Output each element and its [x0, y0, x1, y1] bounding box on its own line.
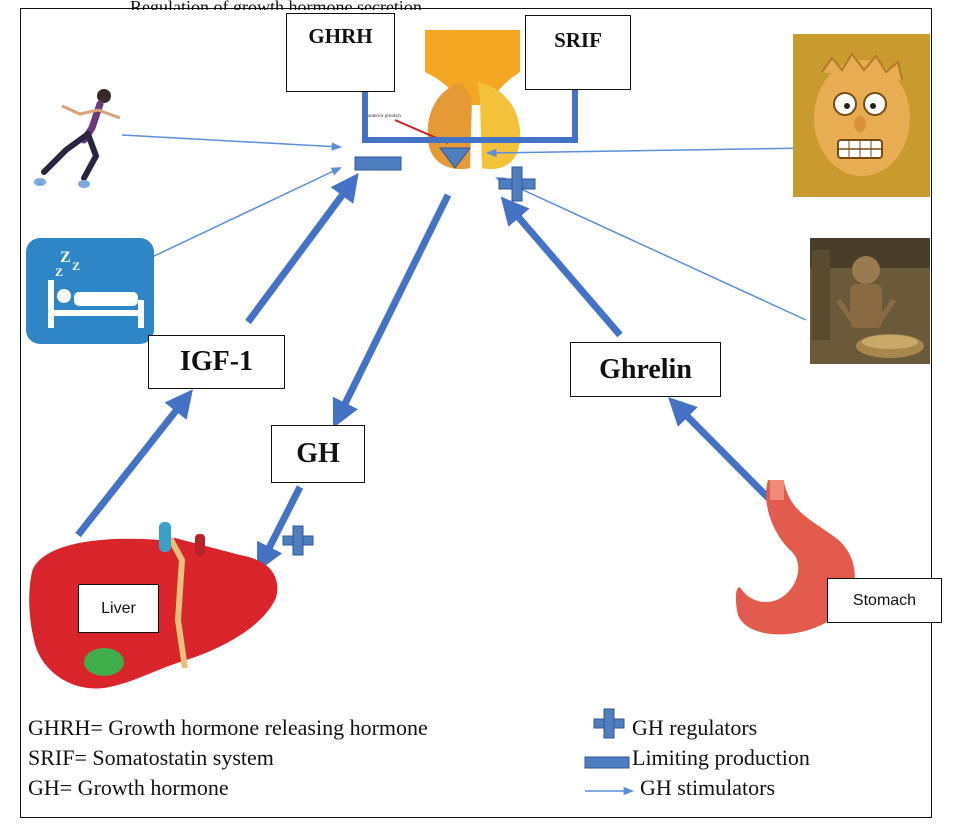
legend-plus-text: GH regulators [632, 715, 758, 740]
legend-srif-definition: SRIF= Somatostatin system [28, 745, 274, 770]
thin-arrow-sleep [149, 167, 342, 259]
svg-text:Z: Z [55, 265, 63, 279]
stress-face-icon [793, 34, 930, 197]
plus-sign-gh-liver [282, 525, 314, 556]
arrow-igf1-to-pituitary [245, 173, 359, 325]
thin-arrow-exercise [121, 134, 343, 151]
legend-ghrh-definition: GHRH= Growth hormone releasing hormone [28, 715, 428, 740]
srif-label: SRIF [554, 28, 602, 52]
thin-arrow-stress [485, 147, 811, 158]
legend-arrow-text: GH stimulators [640, 775, 776, 800]
arrow-ghrelin-to-pituitary [500, 196, 623, 338]
svg-text:Z: Z [72, 259, 80, 273]
gh-box: GH [271, 425, 365, 483]
starvation-figure-icon [810, 238, 930, 364]
plus-sign-ghrelin [498, 166, 536, 202]
feed-bracket [362, 90, 578, 143]
runner-icon [34, 89, 121, 188]
gh-label: GH [296, 438, 340, 469]
top-caption: Regulation of growth hormone secretion [130, 0, 422, 10]
stomach-label: Stomach [852, 591, 917, 609]
igf1-label: IGF-1 [179, 346, 254, 377]
svg-text:Z: Z [60, 249, 71, 266]
pituitary-gland: anterior pituitary [368, 30, 521, 170]
arrow-pituitary-to-gh [332, 193, 452, 429]
arrow-gh-to-liver [256, 485, 304, 572]
arrow-liver-to-igf1 [75, 389, 193, 538]
ghrelin-label: Ghrelin [599, 353, 692, 385]
minus-sign-feedback [354, 156, 402, 171]
ghrh-box: GHRH [286, 13, 395, 92]
pituitary-tiny-label: anterior pituitary [368, 114, 402, 119]
legend-minus-text: Limiting production [632, 745, 810, 770]
sleep-icon: Z Z Z [26, 238, 154, 344]
diagram-frame [20, 8, 932, 818]
ghrh-label: GHRH [308, 24, 373, 48]
igf1-box: IGF-1 [148, 335, 285, 389]
legend-gh-definition: GH= Growth hormone [28, 775, 229, 800]
liver-label: Liver [101, 599, 136, 617]
liver-box: Liver [78, 584, 159, 633]
stomach-box: Stomach [827, 578, 942, 623]
thin-arrow-starvation [495, 177, 807, 321]
srif-box: SRIF [525, 15, 631, 90]
stomach-illustration [735, 480, 855, 635]
ghrelin-box: Ghrelin [570, 342, 721, 397]
